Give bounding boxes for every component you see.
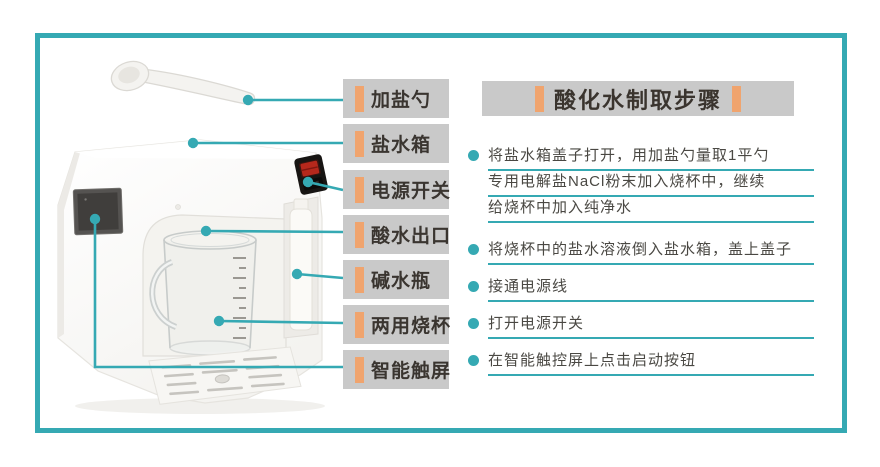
orange-accent-bar bbox=[355, 311, 364, 338]
step-item-1: 将盐水箱盖子打开，用加盐勺量取1平勺 专用电解盐NaCl粉末加入烧杯中，继续 给… bbox=[468, 147, 814, 225]
step-text: 打开电源开关 bbox=[488, 315, 814, 341]
border-frame bbox=[35, 33, 847, 433]
part-label-dual-beaker: 两用烧杯 bbox=[343, 305, 452, 344]
step-line: 给烧杯中加入纯净水 bbox=[488, 199, 814, 223]
part-label-salt-tank: 盐水箱 bbox=[343, 124, 449, 163]
callout-dots bbox=[89, 94, 314, 327]
step-item-3: 接通电源线 bbox=[468, 278, 814, 304]
part-label-alkaline-bottle: 碱水瓶 bbox=[343, 260, 449, 299]
callout-lines bbox=[93, 98, 344, 369]
part-label-acid-outlet: 酸水出口 bbox=[343, 215, 452, 254]
bullet-icon bbox=[468, 281, 479, 292]
callout-line-alkaline-bottle bbox=[296, 272, 344, 280]
drain-hole bbox=[214, 374, 230, 384]
salt-spoon-icon bbox=[110, 60, 256, 106]
orange-accent-bar bbox=[355, 176, 364, 203]
orange-accent-bar bbox=[534, 85, 544, 112]
part-label-text: 两用烧杯 bbox=[371, 316, 452, 337]
steps-list: 将盐水箱盖子打开，用加盐勺量取1平勺 专用电解盐NaCl粉末加入烧杯中，继续 给… bbox=[468, 147, 814, 389]
callout-line-touch-screen bbox=[93, 219, 343, 369]
step-line: 在智能触控屏上点击启动按钮 bbox=[488, 352, 814, 376]
orange-accent-bar bbox=[732, 85, 741, 112]
bullet-icon bbox=[468, 355, 479, 366]
orange-accent-bar bbox=[355, 130, 364, 157]
steps-title-bar: 酸化水制取步骤 bbox=[482, 81, 794, 116]
part-label-salt-spoon: 加盐勺 bbox=[343, 79, 449, 118]
step-line: 专用电解盐NaCl粉末加入烧杯中，继续 bbox=[488, 173, 814, 197]
bullet-icon bbox=[468, 150, 479, 161]
machine-top-face bbox=[75, 140, 316, 159]
alkaline-bottle-bay bbox=[283, 196, 319, 339]
bullet-icon bbox=[468, 318, 479, 329]
part-label-text: 酸水出口 bbox=[371, 226, 452, 247]
part-label-power-switch: 电源开关 bbox=[343, 170, 452, 209]
part-label-touch-screen: 智能触屏 bbox=[343, 350, 452, 389]
orange-accent-bar bbox=[355, 266, 364, 293]
callout-line-power-switch bbox=[307, 180, 344, 192]
callout-line-beaker bbox=[218, 319, 344, 325]
orange-accent-bar bbox=[355, 85, 364, 112]
steps-title: 酸化水制取步骤 bbox=[553, 87, 722, 113]
machine-left-edge bbox=[58, 152, 80, 338]
part-label-text: 电源开关 bbox=[371, 181, 452, 202]
machine-shadow bbox=[75, 398, 325, 414]
part-label-text: 智能触屏 bbox=[371, 361, 452, 382]
step-text: 将烧杯中的盐水溶液倒入盐水箱，盖上盖子 bbox=[488, 241, 814, 267]
part-label-text: 碱水瓶 bbox=[371, 271, 432, 292]
part-label-text: 加盐勺 bbox=[371, 90, 432, 111]
step-line: 接通电源线 bbox=[488, 278, 814, 302]
callout-line-acid-outlet bbox=[205, 229, 344, 234]
step-text: 将盐水箱盖子打开，用加盐勺量取1平勺 专用电解盐NaCl粉末加入烧杯中，继续 给… bbox=[488, 147, 814, 225]
step-text: 接通电源线 bbox=[488, 278, 814, 304]
step-item-2: 将烧杯中的盐水溶液倒入盐水箱，盖上盖子 bbox=[468, 241, 814, 267]
orange-accent-bar bbox=[355, 356, 364, 383]
step-item-4: 打开电源开关 bbox=[468, 315, 814, 341]
beaker-scale bbox=[233, 257, 246, 339]
step-line: 打开电源开关 bbox=[488, 315, 814, 339]
part-label-text: 盐水箱 bbox=[371, 135, 432, 156]
step-line: 将盐水箱盖子打开，用加盐勺量取1平勺 bbox=[488, 147, 814, 171]
step-line: 将烧杯中的盐水溶液倒入盐水箱，盖上盖子 bbox=[488, 241, 814, 265]
bullet-icon bbox=[468, 244, 479, 255]
step-text: 在智能触控屏上点击启动按钮 bbox=[488, 352, 814, 378]
touch-screen bbox=[72, 187, 124, 236]
alkaline-bottle bbox=[289, 198, 313, 331]
step-item-5: 在智能触控屏上点击启动按钮 bbox=[468, 352, 814, 378]
orange-accent-bar bbox=[355, 221, 364, 248]
